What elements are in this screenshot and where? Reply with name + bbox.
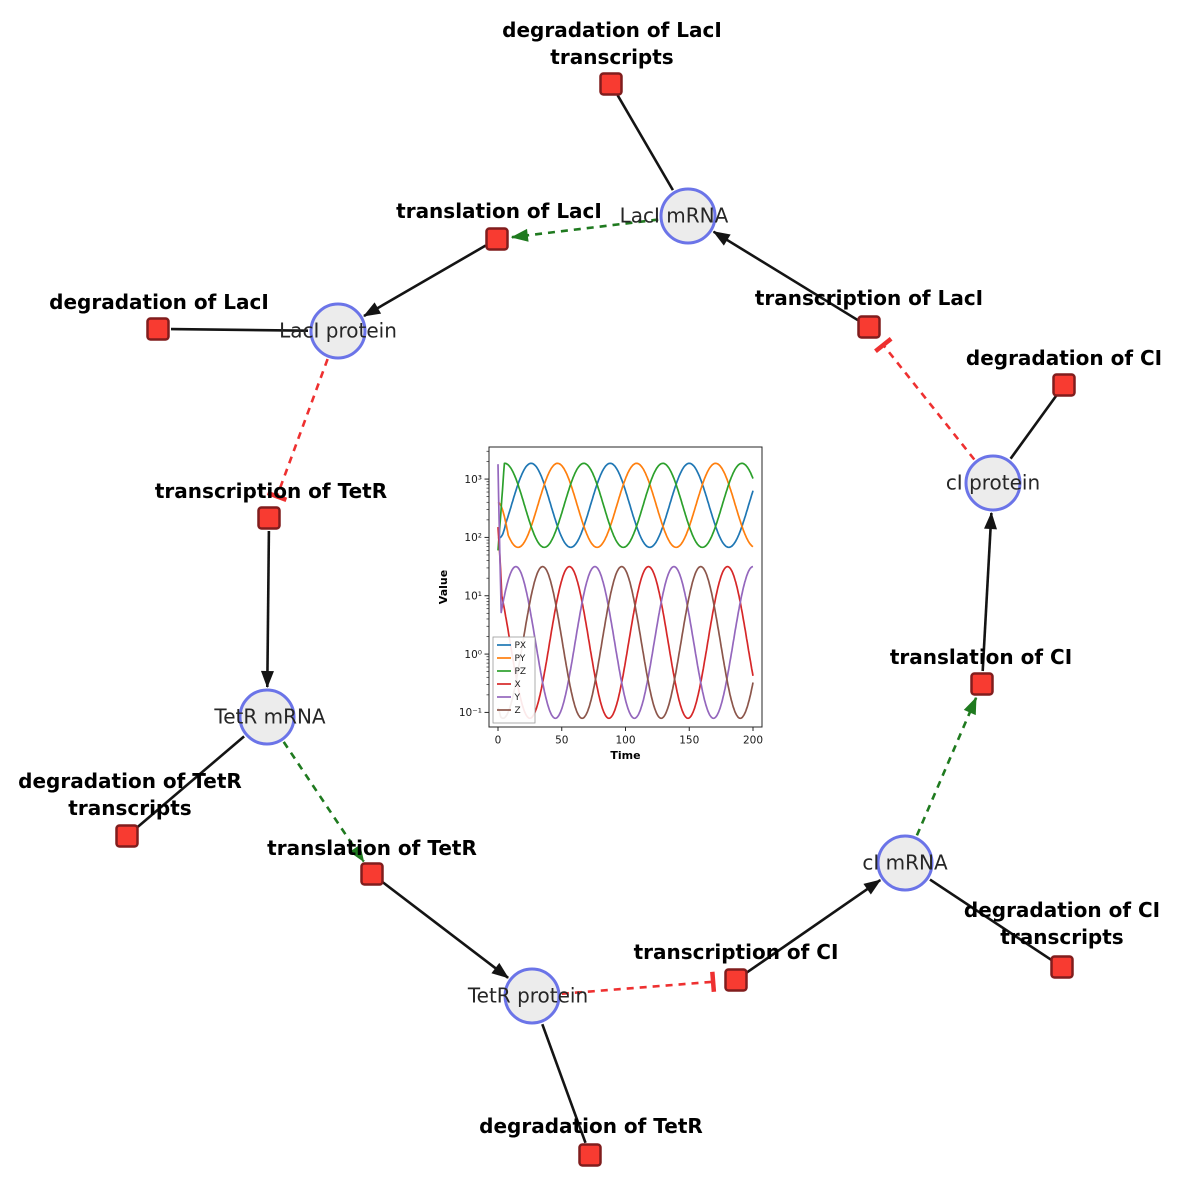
reaction-label-deg-laci-tx: degradation of LacI (502, 18, 722, 42)
species-label-laci-protein: LacI protein (279, 319, 397, 343)
chart-y-axis-label: Value (437, 570, 450, 604)
species-label-ci-mrna: cI mRNA (862, 851, 948, 875)
reaction-label-transcr-tetr: transcription of TetR (155, 479, 387, 503)
reaction-label-transl-tetr: translation of TetR (267, 836, 477, 860)
reaction-node-transcr-tetr[interactable] (257, 506, 281, 530)
chart-legend-label-X: X (515, 680, 521, 690)
edge-tetr-protein-deg-tetr (541, 1023, 587, 1144)
chart-legend-label-PY: PY (515, 654, 526, 664)
reaction-label-deg-ci: degradation of CI (966, 346, 1162, 370)
edge-transl-tetr-tetr-protein (381, 880, 509, 979)
edge-ci-mrna-deg-ci-tx (929, 878, 1052, 961)
edge-ci-protein-deg-ci (1009, 394, 1058, 460)
edge-transcr-tetr-tetr-mrna (260, 530, 274, 688)
reaction-node-deg-tetr-tx[interactable] (115, 824, 139, 848)
species-label-laci-mrna: LacI mRNA (620, 204, 729, 228)
species-node-laci-protein[interactable] (309, 302, 367, 360)
chart-legend: PX PY PZ XYZ (492, 636, 536, 724)
chart-x-tick-label: 200 (743, 735, 763, 747)
edge-transcr-laci-laci-mrna (712, 230, 859, 322)
chart-legend-label-PX: PX (515, 641, 527, 651)
reaction-label-transl-ci: translation of CI (890, 645, 1072, 669)
chart-x-tick-label: 150 (679, 735, 699, 747)
edge-transcr-ci-ci-mrna (745, 879, 882, 974)
species-node-tetr-protein[interactable] (503, 967, 561, 1025)
nodes-layer (115, 72, 1076, 1167)
chart-series-Z (497, 565, 754, 720)
chart-x-tick-label: 0 (495, 735, 502, 747)
chart-axes-ticks: 0 50 100 150 200 10⁻¹ 10⁰ 10¹ 10² 10³ (459, 450, 763, 747)
reaction-node-deg-ci-tx[interactable] (1050, 955, 1074, 979)
edge-laci-mrna-deg-laci-tx (616, 94, 675, 191)
chart-y-tick-label: 10⁻¹ (459, 707, 482, 719)
reaction-node-deg-tetr[interactable] (578, 1143, 602, 1167)
reaction-node-deg-laci-tx[interactable] (599, 72, 623, 96)
reaction-label-deg-laci-tx-line2: transcripts (550, 45, 673, 69)
chart-x-tick-label: 50 (555, 735, 568, 747)
chart-y-tick-label: 10³ (464, 474, 482, 486)
chart-series-PX (497, 462, 754, 549)
reaction-node-deg-ci[interactable] (1052, 373, 1076, 397)
species-label-tetr-protein: TetR protein (467, 984, 588, 1008)
species-node-ci-mrna[interactable] (876, 834, 934, 892)
species-node-tetr-mrna[interactable] (238, 688, 296, 746)
species-label-tetr-mrna: TetR mRNA (213, 705, 326, 729)
edge-transl-laci-laci-protein (363, 244, 487, 318)
reaction-node-deg-laci[interactable] (146, 317, 170, 341)
reaction-node-transl-tetr[interactable] (360, 862, 384, 886)
reaction-label-deg-tetr-tx: degradation of TetR (18, 769, 242, 793)
reaction-label-transl-laci: translation of LacI (396, 199, 602, 223)
chart-y-tick-label: 10² (464, 532, 482, 544)
edge-transl-ci-ci-protein (981, 512, 998, 672)
species-node-ci-protein[interactable] (964, 454, 1022, 512)
edge-ci-protein-transcr-laci (874, 337, 976, 461)
species-node-laci-mrna[interactable] (659, 187, 717, 245)
edge-tetr-mrna-transl-tetr (282, 741, 365, 863)
chart-x-tick-label: 100 (615, 735, 635, 747)
chart-legend-label-Z: Z (515, 706, 521, 716)
chart-series-PZ (497, 462, 754, 551)
edge-tetr-mrna-deg-tetr-tx (136, 735, 245, 829)
edge-ci-mrna-transl-ci (915, 696, 978, 836)
chart-series-Y (497, 464, 754, 720)
edge-laci-protein-deg-laci (170, 327, 309, 332)
chart-series-PY (497, 462, 754, 549)
reaction-node-transcr-ci[interactable] (724, 968, 748, 992)
reaction-label-deg-tetr-tx-line2: transcripts (68, 796, 191, 820)
reaction-node-transl-ci[interactable] (970, 672, 994, 696)
reaction-label-deg-ci-tx: degradation of CI (964, 898, 1160, 922)
edge-laci-protein-transcr-tetr (266, 358, 329, 502)
reaction-label-deg-tetr: degradation of TetR (479, 1114, 703, 1138)
chart-y-tick-label: 10¹ (464, 591, 482, 603)
edges-layer (136, 94, 1058, 1144)
chart-series-X (497, 527, 754, 720)
chart-x-axis-label: Time (610, 749, 640, 762)
edge-laci-mrna-transl-laci (510, 218, 659, 242)
reaction-label-transcr-laci: transcription of LacI (755, 286, 983, 310)
reaction-label-transcr-ci: transcription of CI (634, 940, 839, 964)
chart-y-tick-label: 10⁰ (464, 649, 482, 661)
chart-legend-label-PZ: PZ (515, 667, 527, 677)
reaction-node-transl-laci[interactable] (485, 227, 509, 251)
reaction-node-transcr-laci[interactable] (857, 315, 881, 339)
chart-legend-label-Y: Y (514, 693, 521, 703)
reaction-label-deg-ci-tx-line2: transcripts (1000, 925, 1123, 949)
reaction-label-deg-laci: degradation of LacI (49, 290, 269, 314)
species-label-ci-protein: cI protein (946, 471, 1040, 495)
